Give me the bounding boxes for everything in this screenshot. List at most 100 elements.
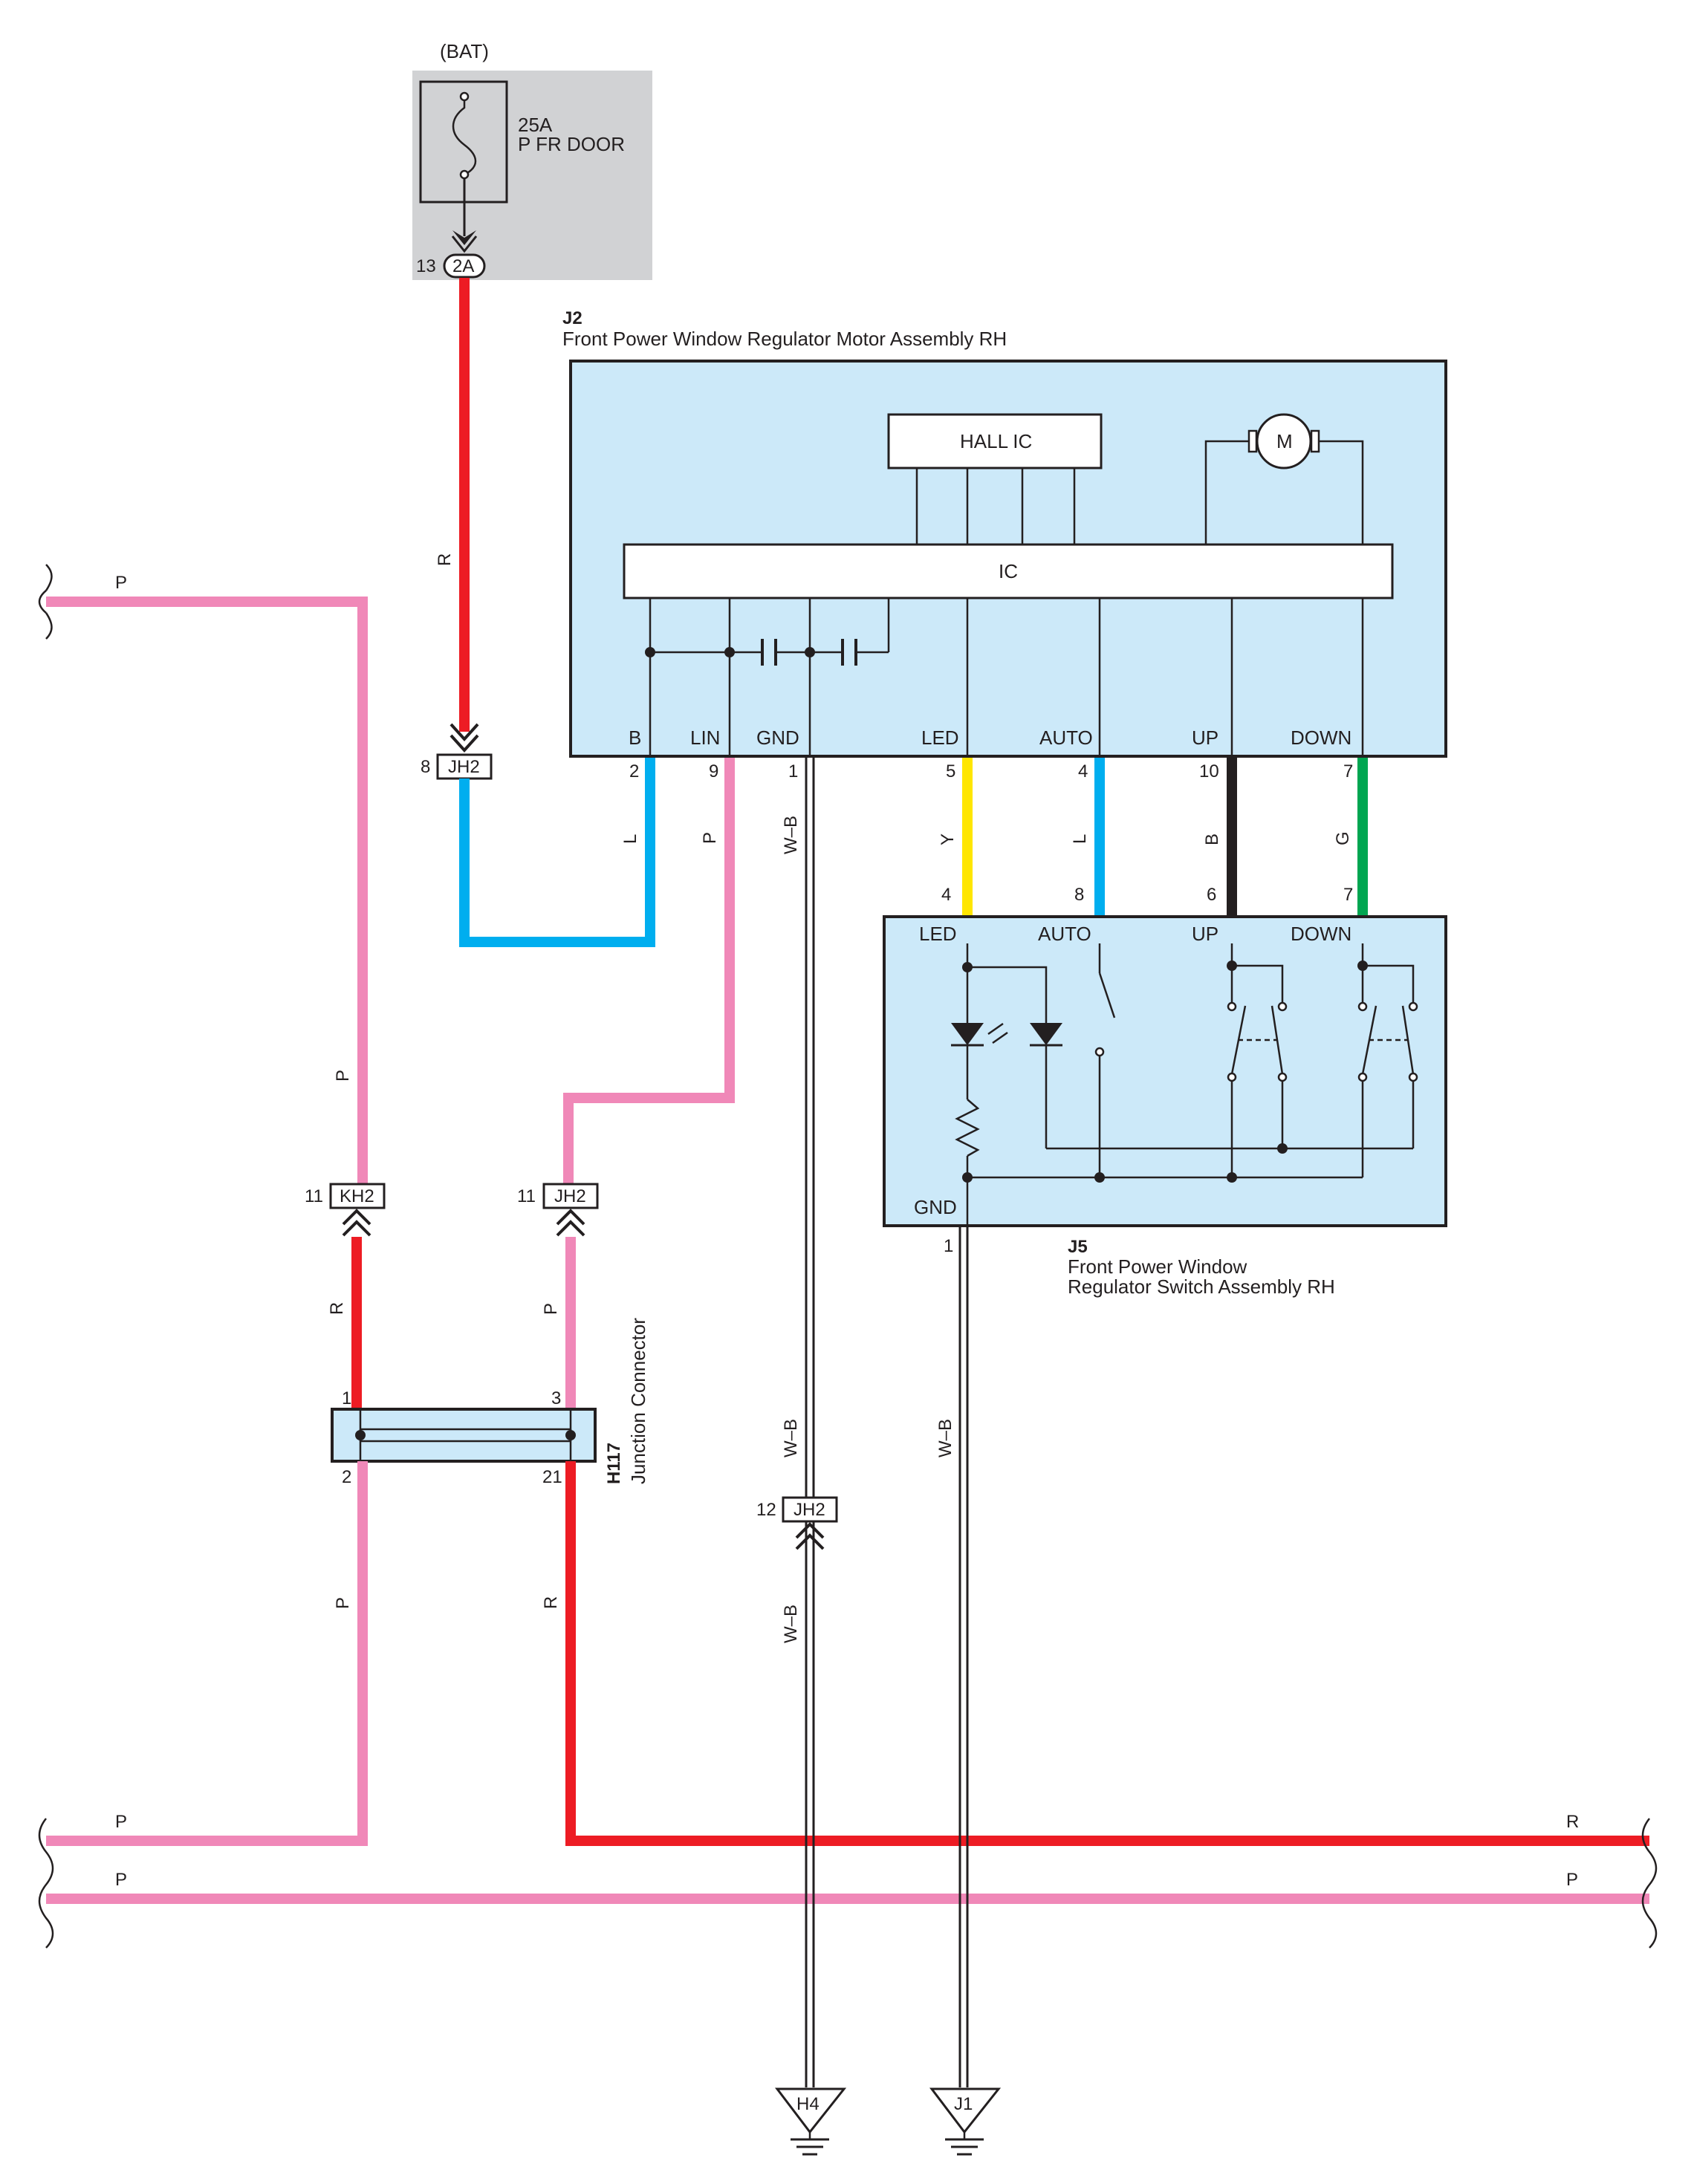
h117-name: Junction Connector bbox=[627, 1318, 649, 1484]
wire-left-mid-label: P bbox=[333, 1070, 353, 1082]
wire-gnd-lower-label: W–B bbox=[781, 1605, 801, 1643]
j5-id: J5 bbox=[1068, 1237, 1088, 1257]
j2-id: J2 bbox=[562, 308, 582, 328]
ground-j1-icon bbox=[929, 2087, 1002, 2134]
connector-2a bbox=[443, 253, 486, 279]
connector-jh2-lin-pin: 11 bbox=[517, 1186, 536, 1206]
h117-pin-3: 3 bbox=[551, 1388, 561, 1408]
j5-name-line2: Regulator Switch Assembly RH bbox=[1068, 1275, 1335, 1298]
wire-junction-r-label: R bbox=[541, 1596, 561, 1609]
j2-terminal-up: UP bbox=[1192, 727, 1218, 749]
motor-label: M bbox=[1276, 430, 1293, 452]
wire-b-label: L bbox=[620, 834, 640, 844]
j5-gnd-pin: 1 bbox=[944, 1236, 953, 1256]
j5-pin-down: 7 bbox=[1343, 885, 1353, 905]
wire-bat-label: R bbox=[435, 553, 455, 566]
wire-bus-right-p: P bbox=[1566, 1870, 1578, 1890]
j5-terminal-auto: AUTO bbox=[1038, 923, 1091, 945]
wire-bus-red bbox=[565, 1461, 1649, 1846]
ic-block bbox=[623, 543, 1394, 599]
connector-jh2-gnd-label: JH2 bbox=[794, 1500, 825, 1520]
h117-id: H117 bbox=[604, 1443, 624, 1484]
fuse-icon bbox=[452, 93, 477, 176]
wire-left-bottom-label: P bbox=[333, 1597, 353, 1609]
ground-j1-label: J1 bbox=[954, 2094, 973, 2114]
led-icon bbox=[951, 1023, 984, 1045]
fuse-rating: 25A bbox=[518, 114, 553, 136]
j5-terminal-led: LED bbox=[919, 923, 957, 945]
connector-jh2-gnd bbox=[782, 1496, 838, 1523]
j5-name-line1: Front Power Window bbox=[1068, 1255, 1247, 1278]
h117-pin-1: 1 bbox=[342, 1388, 351, 1408]
connector-kh2 bbox=[329, 1183, 386, 1209]
wire-auto-label: L bbox=[1070, 834, 1090, 844]
motor-icon bbox=[1256, 413, 1312, 469]
wire-lin-lower-label: P bbox=[541, 1303, 561, 1315]
connector-jh2-b-pin: 8 bbox=[421, 757, 430, 777]
fuse-name: P FR DOOR bbox=[518, 133, 625, 155]
connector-kh2-pin: 11 bbox=[305, 1186, 323, 1206]
wire-led-label: Y bbox=[938, 833, 958, 845]
j2-pin-led: 5 bbox=[946, 761, 955, 781]
j5-terminal-up: UP bbox=[1192, 923, 1218, 945]
diode-icon bbox=[1030, 1023, 1062, 1045]
j2-terminal-down: DOWN bbox=[1291, 727, 1351, 749]
j2-terminal-led: LED bbox=[921, 727, 959, 749]
h117-pin-2: 2 bbox=[342, 1467, 351, 1487]
j5-pin-auto: 8 bbox=[1074, 885, 1084, 905]
wire-bus-right-r: R bbox=[1566, 1812, 1579, 1832]
wire-left-top-pink bbox=[46, 597, 368, 1186]
resistor-icon bbox=[955, 1099, 980, 1157]
auto-switch-icon bbox=[1098, 972, 1116, 1018]
wire-lin-pink bbox=[563, 758, 735, 1186]
j2-name: Front Power Window Regulator Motor Assem… bbox=[562, 328, 1007, 350]
wire-left-top-label: P bbox=[115, 573, 127, 593]
fuse-box-area bbox=[412, 71, 652, 280]
connector-jh2-lin-label: JH2 bbox=[554, 1186, 586, 1206]
connector-jh2-lin bbox=[542, 1183, 599, 1209]
j2-terminal-b: B bbox=[629, 727, 641, 749]
fuse-pin: 13 bbox=[416, 256, 436, 276]
h117-pin-21: 21 bbox=[542, 1467, 562, 1487]
j5-terminal-down: DOWN bbox=[1291, 923, 1351, 945]
ic-label: IC bbox=[999, 560, 1018, 582]
j2-terminal-lin: LIN bbox=[690, 727, 720, 749]
wire-up-label: B bbox=[1202, 833, 1222, 845]
hall-ic-label: HALL IC bbox=[960, 430, 1032, 452]
arrow-icon bbox=[452, 230, 476, 245]
wire-j5-gnd-label: W–B bbox=[935, 1419, 955, 1457]
j5-box bbox=[883, 915, 1447, 1227]
j2-pin-down: 7 bbox=[1343, 761, 1353, 781]
connector-jh2-b-label: JH2 bbox=[448, 757, 480, 777]
wire-bus-left-p1: P bbox=[115, 1812, 127, 1832]
connector-2a-label: 2A bbox=[452, 256, 474, 276]
j2-terminal-gnd: GND bbox=[756, 727, 799, 749]
h117-box bbox=[331, 1408, 597, 1463]
j2-pin-gnd: 1 bbox=[788, 761, 798, 781]
connector-kh2-label: KH2 bbox=[340, 1186, 374, 1206]
j5-pin-led: 4 bbox=[941, 885, 951, 905]
wire-left-bottom-pink bbox=[46, 1461, 368, 1846]
j2-pin-auto: 4 bbox=[1078, 761, 1088, 781]
wire-gnd-label-mid: W–B bbox=[781, 1419, 801, 1457]
j2-pin-lin: 9 bbox=[709, 761, 718, 781]
connector-jh2-b bbox=[436, 753, 493, 780]
bat-label: (BAT) bbox=[440, 40, 489, 62]
wire-break-right-icon bbox=[1641, 1818, 1658, 1949]
j2-terminal-auto: AUTO bbox=[1039, 727, 1093, 749]
j5-gnd-label: GND bbox=[914, 1196, 957, 1218]
j5-pin-up: 6 bbox=[1207, 885, 1216, 905]
j2-pin-b: 2 bbox=[629, 761, 639, 781]
wire-left-r-label: R bbox=[327, 1302, 347, 1315]
wire-break-left-icon bbox=[38, 1818, 54, 1949]
j2-pin-up: 10 bbox=[1199, 761, 1219, 781]
hall-ic-block bbox=[887, 413, 1103, 469]
connector-jh2-gnd-pin: 12 bbox=[756, 1500, 776, 1520]
wire-down-label: G bbox=[1333, 831, 1353, 845]
wire-bus-left-p2: P bbox=[115, 1870, 127, 1890]
wire-lin-label: P bbox=[700, 832, 720, 844]
wire-b-blue bbox=[459, 755, 655, 947]
ground-h4-label: H4 bbox=[796, 2094, 820, 2114]
ground-h4-icon bbox=[774, 2087, 847, 2134]
